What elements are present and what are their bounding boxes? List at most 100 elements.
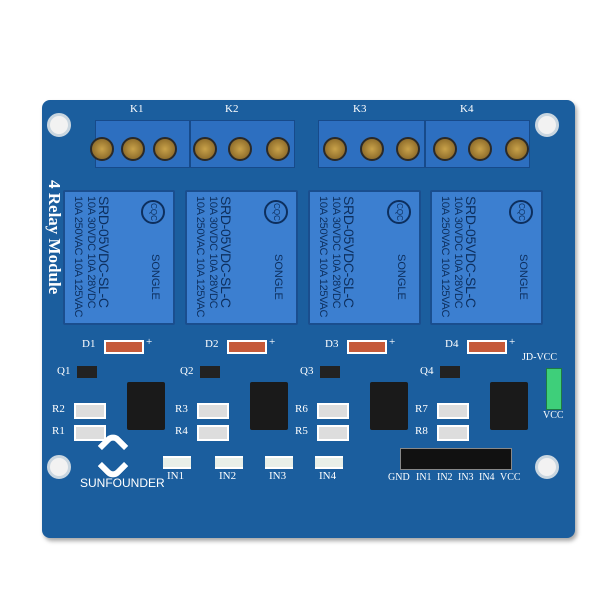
relay-maker: SONGLE	[149, 254, 161, 300]
jumper-label-bottom: VCC	[543, 410, 564, 421]
transistor-label: Q2	[180, 365, 194, 377]
mounting-hole	[47, 113, 71, 137]
screw-icon[interactable]	[505, 137, 529, 161]
header-pin-label: VCC	[500, 472, 521, 483]
relay-cert-mark: CQC	[141, 200, 165, 224]
resistor-label: R3	[175, 403, 188, 415]
screw-icon[interactable]	[90, 137, 114, 161]
screw-icon[interactable]	[396, 137, 420, 161]
diode	[104, 340, 144, 354]
terminal-label: K3	[353, 103, 367, 115]
pin-header[interactable]	[400, 448, 512, 470]
transistor	[440, 366, 460, 378]
relay-maker: SONGLE	[272, 254, 284, 300]
led-label: IN4	[319, 470, 337, 482]
relay-cert-mark: CQC	[387, 200, 411, 224]
resistor-label: R4	[175, 425, 188, 437]
optocoupler	[250, 382, 288, 430]
brand-label: SUNFOUNDER	[80, 476, 165, 490]
relay-model: SRD-05VDC-SL-C	[341, 196, 357, 308]
header-pin-label: GND	[388, 472, 410, 483]
resistor-label: R1	[52, 425, 65, 437]
relay-rating-dc: 10A 30VDC 10A 28VDC	[452, 196, 464, 309]
diode	[467, 340, 507, 354]
header-pin-label: IN3	[458, 472, 474, 483]
plus-sign: +	[509, 336, 516, 348]
resistor-label: R2	[52, 403, 65, 415]
led-label: IN1	[167, 470, 185, 482]
resistor	[74, 425, 106, 441]
diode	[347, 340, 387, 354]
header-pin-label: IN1	[416, 472, 432, 483]
screw-icon[interactable]	[121, 137, 145, 161]
diode-label: D1	[82, 338, 96, 350]
optocoupler	[490, 382, 528, 430]
resistor-label: R8	[415, 425, 428, 437]
screw-icon[interactable]	[468, 137, 492, 161]
plus-sign: +	[389, 336, 396, 348]
screw-icon[interactable]	[360, 137, 384, 161]
resistor	[317, 403, 349, 419]
transistor	[77, 366, 97, 378]
relay-rating-dc: 10A 30VDC 10A 28VDC	[85, 196, 97, 309]
indicator-led	[163, 456, 191, 469]
resistor	[317, 425, 349, 441]
optocoupler	[370, 382, 408, 430]
optocoupler	[127, 382, 165, 430]
resistor-label: R7	[415, 403, 428, 415]
resistor	[197, 403, 229, 419]
transistor	[320, 366, 340, 378]
transistor	[200, 366, 220, 378]
relay-rating-ac: 10A 250VAC 10A 125VAC	[194, 196, 206, 318]
relay-rating-dc: 10A 30VDC 10A 28VDC	[207, 196, 219, 309]
relay-cert-mark: CQC	[264, 200, 288, 224]
relay-model: SRD-05VDC-SL-C	[463, 196, 479, 308]
relay-rating-ac: 10A 250VAC 10A 125VAC	[72, 196, 84, 318]
transistor-label: Q4	[420, 365, 434, 377]
resistor	[437, 425, 469, 441]
resistor-label: R6	[295, 403, 308, 415]
header-pin-label: IN2	[437, 472, 453, 483]
screw-icon[interactable]	[193, 137, 217, 161]
relay-maker: SONGLE	[395, 254, 407, 300]
screw-icon[interactable]	[266, 137, 290, 161]
mounting-hole	[535, 455, 559, 479]
relay-rating-ac: 10A 250VAC 10A 125VAC	[439, 196, 451, 318]
diode	[227, 340, 267, 354]
terminal-label: K4	[460, 103, 474, 115]
screw-icon[interactable]	[323, 137, 347, 161]
diode-label: D2	[205, 338, 219, 350]
relay-model: SRD-05VDC-SL-C	[96, 196, 112, 308]
indicator-led	[215, 456, 243, 469]
resistor	[437, 403, 469, 419]
mounting-hole	[535, 113, 559, 137]
transistor-label: Q3	[300, 365, 314, 377]
mounting-hole	[47, 455, 71, 479]
plus-sign: +	[269, 336, 276, 348]
board-title: 4 Relay Module	[45, 180, 64, 295]
relay-maker: SONGLE	[517, 254, 529, 300]
screw-icon[interactable]	[433, 137, 457, 161]
relay-rating-dc: 10A 30VDC 10A 28VDC	[330, 196, 342, 309]
resistor	[74, 403, 106, 419]
resistor-label: R5	[295, 425, 308, 437]
plus-sign: +	[146, 336, 153, 348]
screw-icon[interactable]	[153, 137, 177, 161]
relay-cert-mark: CQC	[509, 200, 533, 224]
diode-label: D3	[325, 338, 339, 350]
screw-icon[interactable]	[228, 137, 252, 161]
led-label: IN3	[269, 470, 287, 482]
jumper-label-top: JD-VCC	[522, 352, 558, 363]
led-label: IN2	[219, 470, 237, 482]
indicator-led	[265, 456, 293, 469]
indicator-led	[315, 456, 343, 469]
jumper-cap[interactable]	[546, 368, 562, 410]
relay-rating-ac: 10A 250VAC 10A 125VAC	[317, 196, 329, 318]
